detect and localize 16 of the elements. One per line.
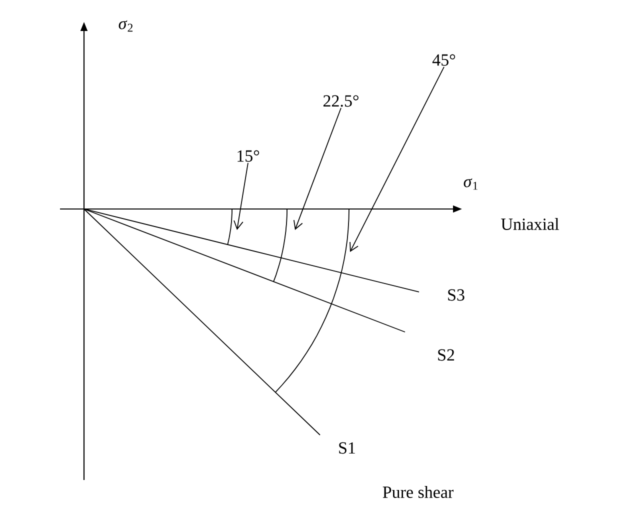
angle-arc [274, 208, 350, 393]
load-label: Uniaxial [501, 218, 559, 230]
leader-arrow [234, 162, 248, 230]
path-label: S1 [339, 442, 355, 454]
axis-label: σ$_{2}$ [118, 20, 133, 32]
path-label: S2 [438, 349, 454, 361]
angle-label: 15° [238, 150, 260, 162]
angle-arc [227, 208, 232, 246]
leader-arrow [350, 66, 444, 252]
angle-label: 22.5° [323, 95, 358, 107]
load-label: Pure shear [382, 486, 454, 498]
angle-arc [273, 208, 288, 282]
path-label: S3 [448, 289, 464, 301]
leader-arrow [294, 108, 342, 230]
axis-label: σ$_{1}$ [464, 178, 478, 190]
angle-label: 45° [432, 54, 456, 66]
